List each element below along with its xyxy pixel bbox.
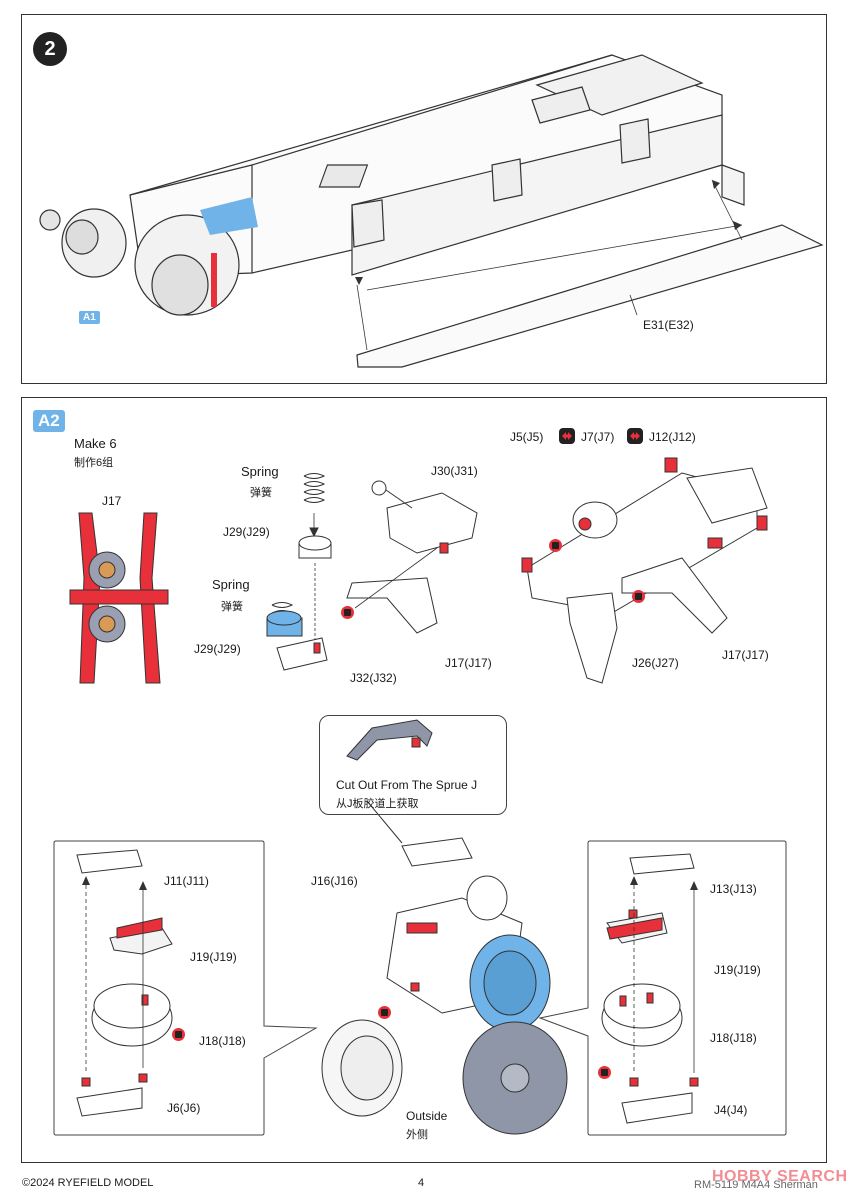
cutout-label-cn: 从J板胶道上获取 (336, 798, 419, 810)
cement-icon (172, 1028, 185, 1041)
j6-label: J6(J6) (167, 1101, 201, 1115)
cutout-callout-bubble: Cut Out From The Sprue J 从J板胶道上获取 (319, 715, 507, 815)
j13-label: J13(J13) (710, 882, 757, 896)
j12-label: J12(J12) (649, 430, 696, 444)
cement-icon (632, 590, 645, 603)
j29-top-label: J29(J29) (223, 525, 270, 539)
j32-label: J32(J32) (350, 671, 397, 685)
page-number: 4 (418, 1177, 425, 1189)
outside-label-cn: 外侧 (406, 1129, 428, 1141)
j19-left-label: J19(J19) (190, 950, 237, 964)
j19-right-label: J19(J19) (714, 963, 761, 977)
model-number-text: RM-5119 M4A4 Sherman (694, 1179, 818, 1191)
cement-icon (378, 1006, 391, 1019)
j4-label: J4(J4) (714, 1103, 748, 1117)
step-a2-badge: A2 (33, 410, 65, 432)
spring-top-label: Spring (241, 464, 279, 479)
j29-bottom-label: J29(J29) (194, 642, 241, 656)
copyright-text: ©2024 RYEFIELD MODEL (22, 1177, 154, 1189)
make-count-label-cn: 制作6组 (74, 457, 114, 469)
j17-left-label: J17 (102, 494, 122, 508)
cement-icon (341, 606, 354, 619)
spring-top-label-cn: 弹簧 (250, 487, 272, 499)
interchange-icon (627, 428, 643, 444)
j18-left-label: J18(J18) (199, 1034, 246, 1048)
a1-callout-badge: A1 (79, 311, 100, 324)
j5-label: J5(J5) (510, 430, 544, 444)
j17-mid-label: J17(J17) (445, 656, 492, 670)
step-2-panel: 2 (21, 14, 827, 384)
j30-label: J30(J31) (431, 464, 478, 478)
step-number-badge: 2 (33, 32, 67, 66)
spring-mid-label: Spring (212, 577, 250, 592)
spring-mid-label-cn: 弹簧 (221, 601, 243, 613)
j26-label: J26(J27) (632, 656, 679, 670)
hobby-search-watermark: HOBBY SEARCH (712, 1168, 848, 1185)
interchange-icon (559, 428, 575, 444)
j17-right-label: J17(J17) (722, 648, 769, 662)
cement-icon (598, 1066, 611, 1079)
step-a2-panel: A2 Make 6 制作6组 J17 (21, 397, 827, 1163)
cutout-label: Cut Out From The Sprue J (336, 778, 478, 792)
e31-part-label: E31(E32) (643, 318, 694, 332)
j16-label: J16(J16) (311, 874, 358, 888)
outside-label: Outside (406, 1109, 448, 1123)
cement-icon (549, 539, 562, 552)
j18-right-label: J18(J18) (710, 1031, 757, 1045)
j7-label: J7(J7) (581, 430, 615, 444)
make-count-label: Make 6 (74, 436, 117, 451)
j11-label: J11(J11) (164, 874, 209, 888)
suspension-assembly-drawings (53, 457, 787, 1136)
hull-floor-drawing (39, 54, 824, 368)
